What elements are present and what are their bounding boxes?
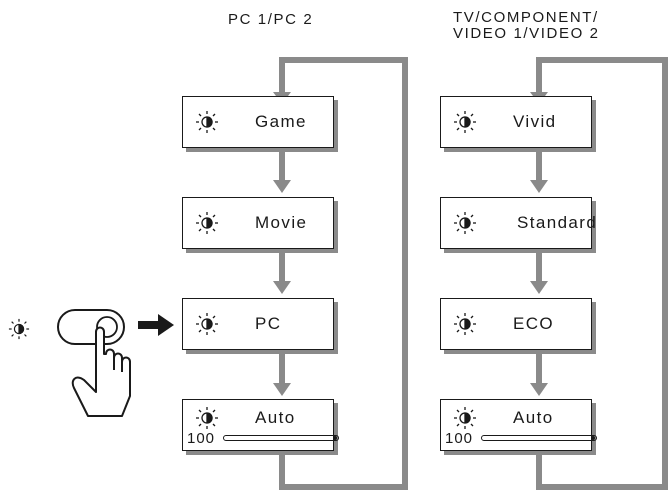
brightness-contrast-icon <box>454 111 476 133</box>
mode-label: Vivid <box>513 112 557 131</box>
heading-tv: TV/COMPONENT/ VIDEO 1/VIDEO 2 <box>453 10 600 42</box>
mode-label: Standard <box>517 213 598 232</box>
brightness-contrast-icon <box>196 313 218 335</box>
brightness-contrast-icon <box>454 407 476 429</box>
auto-level-fill <box>591 436 595 440</box>
mode-label: ECO <box>513 314 555 333</box>
brightness-contrast-icon <box>196 111 218 133</box>
picture-mode-button[interactable] <box>52 306 172 426</box>
arrowhead-left-1 <box>273 180 291 193</box>
brightness-contrast-icon <box>454 313 476 335</box>
heading-pc: PC 1/PC 2 <box>228 12 313 28</box>
mode-label: Game <box>255 112 307 131</box>
mode-box-movie: Movie <box>182 197 334 249</box>
brightness-contrast-icon <box>8 318 30 340</box>
arrowhead-right-1 <box>530 180 548 193</box>
arrowhead-left-3 <box>273 383 291 396</box>
brightness-contrast-icon <box>196 212 218 234</box>
mode-label: PC <box>255 314 282 333</box>
mode-label: Auto <box>255 408 296 427</box>
mode-box-vivid: Vivid <box>440 96 592 148</box>
arrowhead-left-2 <box>273 281 291 294</box>
mode-box-eco: ECO <box>440 298 592 350</box>
auto-value: 100 <box>445 430 474 447</box>
mode-label: Movie <box>255 213 308 232</box>
brightness-contrast-icon <box>196 407 218 429</box>
brightness-contrast-icon <box>454 212 476 234</box>
arrowhead-right-3 <box>530 383 548 396</box>
auto-level-fill <box>333 436 337 440</box>
mode-box-auto-right: Auto 100 <box>440 399 597 451</box>
right-arrow-icon <box>138 314 174 336</box>
arrowhead-right-2 <box>530 281 548 294</box>
mode-box-standard: Standard <box>440 197 596 249</box>
mode-box-pc: PC <box>182 298 334 350</box>
heading-tv-line-1: TV/COMPONENT/ <box>453 9 599 26</box>
loop-connector-left <box>279 57 408 490</box>
auto-level-bar <box>481 435 597 441</box>
heading-tv-line-2: VIDEO 1/VIDEO 2 <box>453 25 600 42</box>
auto-value: 100 <box>187 430 216 447</box>
heading-pc-line-1: PC 1/PC 2 <box>228 11 314 28</box>
mode-label: Auto <box>513 408 554 427</box>
pointing-hand-icon <box>71 326 131 417</box>
mode-box-game: Game <box>182 96 334 148</box>
mode-box-auto-left: Auto 100 <box>182 399 339 451</box>
auto-level-bar <box>223 435 339 441</box>
loop-connector-right <box>536 57 668 490</box>
